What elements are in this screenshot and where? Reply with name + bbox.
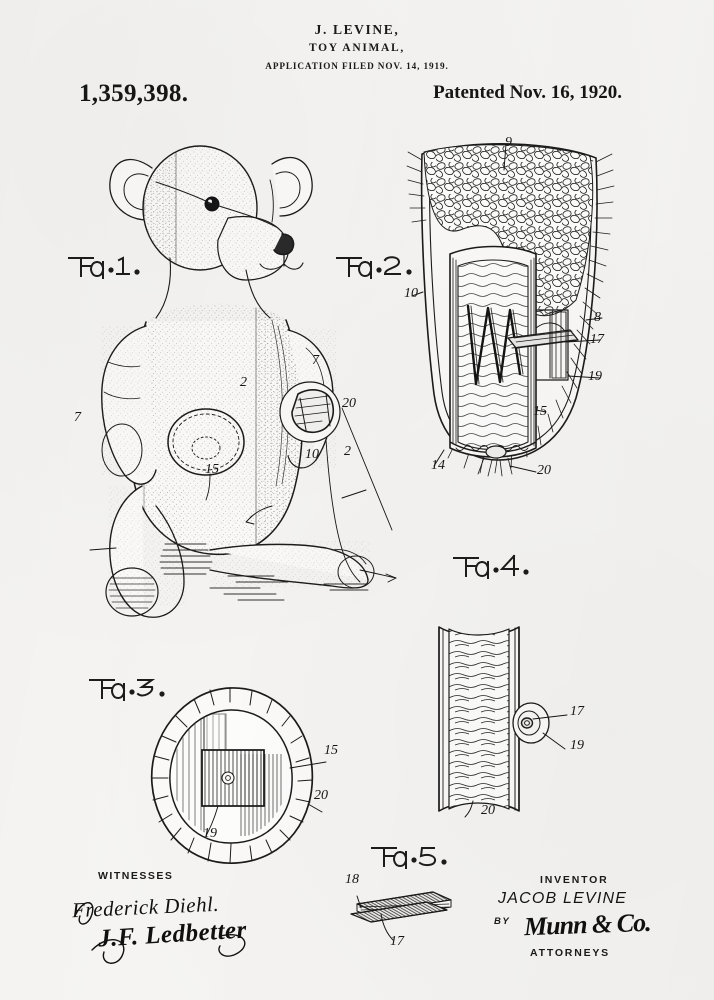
header-inventor-name: J. LEVINE,: [314, 22, 400, 37]
callout-fig1-2a: 2: [240, 375, 247, 390]
fig4-drawing: [438, 626, 568, 818]
callout-fig1-15: 15: [205, 462, 219, 477]
fig5-label: [370, 840, 452, 870]
callout-fig2-10: 10: [404, 286, 418, 301]
callout-fig3-15: 15: [324, 743, 338, 758]
fig2-label: [335, 250, 417, 280]
callout-fig5-18: 18: [345, 872, 359, 887]
callout-fig2-15: 15: [533, 404, 547, 419]
fig1-drawing: [89, 145, 397, 618]
header-invention-title: TOY ANIMAL,: [308, 42, 406, 54]
callout-fig4-19: 19: [570, 738, 584, 753]
witness-signature-flourish: [75, 902, 246, 964]
witnesses-label: WITNESSES: [98, 870, 174, 882]
fig4-label: [452, 550, 534, 580]
header-application-date: APPLICATION FILED NOV. 14, 1919.: [265, 61, 449, 71]
callout-fig2-9: 9: [505, 135, 512, 150]
patent-number: 1,359,398.: [79, 80, 189, 107]
callout-fig2-19: 19: [588, 369, 602, 384]
patent-date: Patented Nov. 16, 1920.: [433, 82, 622, 103]
inventor-label: INVENTOR: [540, 874, 609, 886]
attorneys-label: ATTORNEYS: [530, 947, 610, 959]
fig2-drawing: [406, 143, 615, 477]
callout-fig1-7a: 7: [74, 410, 81, 425]
callout-fig2-14: 14: [431, 458, 445, 473]
callout-fig1-7b: 7: [312, 353, 319, 368]
callout-fig2-20: 20: [537, 463, 551, 478]
callout-fig3-20: 20: [314, 788, 328, 803]
fig1-label: [67, 250, 145, 280]
callout-fig2-8: 8: [594, 310, 601, 325]
by-label: BY: [494, 916, 511, 927]
callout-fig3-19: 19: [203, 826, 217, 841]
callout-fig5-17: 17: [390, 934, 404, 949]
callout-fig4-17: 17: [570, 704, 584, 719]
callout-fig1-2b: 2: [344, 444, 351, 459]
fig3-drawing: [150, 687, 327, 864]
callout-fig1-10: 10: [305, 447, 319, 462]
callout-fig2-17: 17: [590, 332, 604, 347]
inventor-name: JACOB LEVINE: [498, 890, 628, 907]
callout-fig1-20: 20: [342, 396, 356, 411]
fig3-label: [88, 672, 170, 702]
attorney-signature: Munn & Co.: [523, 907, 652, 942]
fig5-drawing: [350, 891, 452, 941]
callout-fig4-20: 20: [481, 803, 495, 818]
